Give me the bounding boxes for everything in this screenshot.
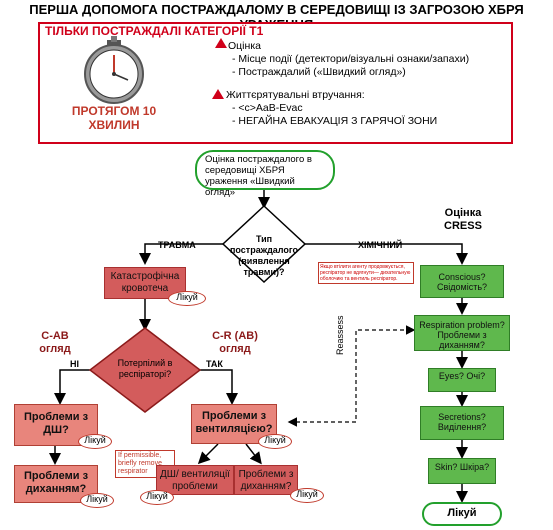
chemical-note: Якщо втілити агенту продовжується, респі… [318,262,414,284]
trauma-label: ТРАВМА [158,240,196,250]
treat-oval-2: Лікуй [78,434,112,449]
reassess-label: Reassess [335,315,345,355]
timer-text: ПРОТЯГОМ 10 ХВИЛИН [71,104,157,132]
top-box-header: ТІЛЬКИ ПОСТРАЖДАЛІ КАТЕГОРІЇ Т1 [45,24,264,38]
airway-vent-problems-box: ДШ/ вентиляції проблеми [156,465,234,495]
decision-respirator-diamond [88,327,202,413]
decision-type-diamond [221,204,307,284]
treat-oval-6: Лікуй [290,488,324,503]
chem-label: ХІМІЧНИЙ [358,240,403,250]
final-treat: Лікуй [422,502,502,526]
crab-header: С-R (АВ) огляд [212,330,258,355]
life-title: Життєрятувальні втручання: [226,89,365,101]
cress-eyes: Eyes? Очі? [428,368,496,392]
warning-triangle-icon [212,38,227,99]
cress-header: Оцінка CRESS [444,207,482,232]
cress-conscious: Conscious? Свідомість? [420,265,504,298]
life-item-2: - НЕГАЙНА ЕВАКУАЦІЯ З ГАРЯЧОЇ ЗОНИ [232,115,438,127]
yes-label: ТАК [206,359,223,369]
cab-header: С-АВ огляд [39,330,71,355]
cress-secretions: Secretions? Виділення? [420,406,504,440]
assess-title: Оцінка [228,40,261,52]
start-assessment: Оцінка постраждалого в середовищі ХБРЯ у… [195,150,335,198]
assess-item-1: - Місце події (детектори/візуальні ознак… [232,53,470,65]
cress-respiration: Respiration problem? Проблеми з диханням… [414,315,510,351]
assess-item-2: - Постраждалий («Швидкий огляд») [232,66,406,78]
treat-oval-4: Лікуй [80,493,114,508]
decision-respirator-label: Потерпілий в респіраторі? [117,358,173,379]
life-item-1: - <c>AaB-Evac [232,102,303,114]
breathing-problems-box-2: Проблеми з диханням? [234,465,298,495]
no-label: НІ [70,359,79,369]
treat-oval-5: Лікуй [140,490,174,505]
treat-oval-1: Лікуй [168,291,206,306]
cress-skin: Skin? Шкіра? [428,458,496,484]
decision-type-label: Тип постраждалого (виявлення травми)? [229,234,299,277]
stopwatch-icon [84,36,144,104]
treat-oval-3: Лікуй [258,434,292,449]
